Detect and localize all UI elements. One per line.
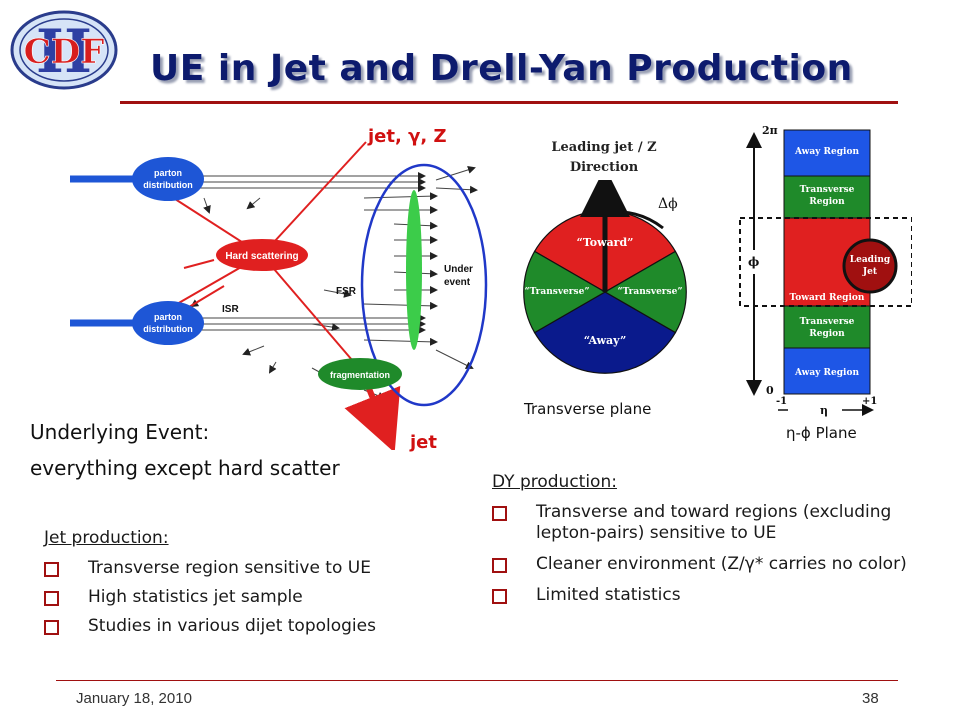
cdf-logo: II CDF [10,10,118,90]
zero-label: 0 [766,384,774,397]
toward-label: “Toward” [577,236,634,249]
list-item: Transverse region sensitive to UE [40,558,470,579]
under-event-label-2: event [444,277,471,288]
away-label: “Away” [584,334,627,347]
delta-phi-label: Δϕ [658,196,678,212]
logo-text: CDF [24,32,105,72]
list-item: Studies in various dijet topologies [40,616,470,637]
footer-divider [56,680,898,681]
footer-date: January 18, 2010 [76,690,192,707]
phi-axis-label: ϕ [748,255,759,269]
plus-one-label: +1 [862,396,877,407]
page-title: UE in Jet and Drell-Yan Production [150,48,853,89]
page-number: 38 [862,690,879,707]
dy-production-heading: DY production: [492,472,617,492]
list-item: Cleaner environment (Z/γ* carries no col… [488,554,908,575]
transverse-plane-diagram: Δϕ “Toward” “Transverse” “Transverse” “A… [523,180,687,374]
svg-text:distribution: distribution [143,180,193,190]
jet-gamma-z-label: jet, γ, Z [368,126,447,147]
minus-one-label: -1 [776,396,787,407]
list-item: Limited statistics [488,585,908,606]
jet-production-heading: Jet production: [44,528,169,548]
svg-text:Transverse: Transverse [800,317,855,327]
list-item: Transverse and toward regions (excluding… [488,502,908,544]
svg-text:parton: parton [154,312,182,322]
svg-text:Transverse: Transverse [800,185,855,195]
jet-label: jet [410,432,437,453]
transverse-left-label: “Transverse” [524,287,589,297]
list-item: High statistics jet sample [40,587,470,608]
svg-text:Region: Region [809,197,845,207]
toward-region-label: Toward Region [790,293,865,303]
logo-numeral: II [36,17,92,87]
eta-axis-label: η [820,404,828,417]
svg-text:Jet: Jet [862,267,878,277]
hard-scattering-label: Hard scattering [225,251,298,262]
svg-text:Leading: Leading [850,255,891,265]
ue-line-1: Underlying Event: [30,420,210,444]
fsr-label: FSR [336,286,357,297]
svg-text:Region: Region [809,329,845,339]
two-pi-label: 2π [762,124,778,137]
ue-line-2: everything except hard scatter [30,456,340,480]
eta-phi-caption: η-ϕ Plane [786,424,857,442]
dy-production-list: Transverse and toward regions (excluding… [488,502,908,606]
transverse-plane-caption: Transverse plane [524,400,652,418]
svg-text:Away Region: Away Region [794,147,859,157]
svg-text:distribution: distribution [143,324,193,334]
eta-phi-diagram: Away Region Transverse Region Toward Reg… [739,124,912,417]
title-divider [120,101,898,104]
transverse-right-label: “Transverse” [617,287,682,297]
under-event-label-1: Under [444,264,473,275]
svg-text:Away Region: Away Region [794,368,859,378]
fragmentation-label: fragmentation [330,370,390,380]
isr-label: ISR [222,304,239,315]
jet-production-list: Transverse region sensitive to UE High s… [40,558,470,637]
event-diagram: parton distribution parton distribution … [70,141,488,450]
leading-direction-label: Leading jet / Z Direction [551,140,657,175]
svg-text:parton: parton [154,168,182,178]
